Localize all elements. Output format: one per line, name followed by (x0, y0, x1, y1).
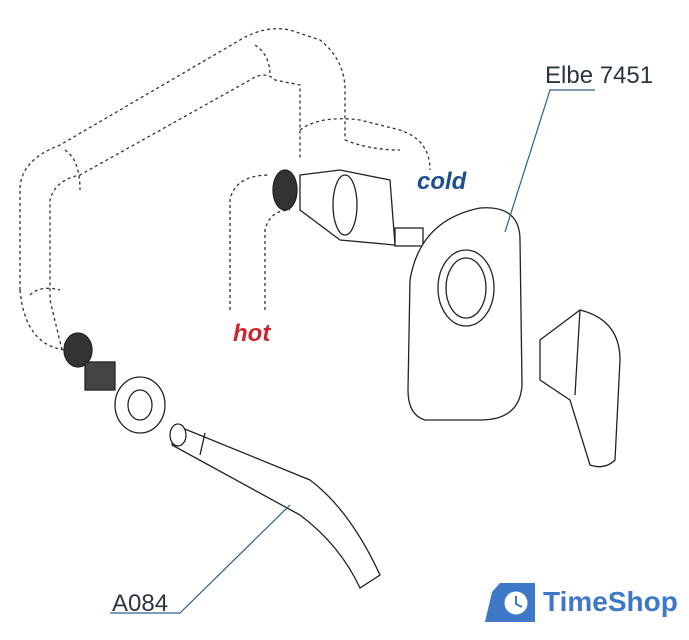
cold-label: cold (417, 168, 467, 195)
hot-label: hot (233, 320, 271, 347)
cover-plate (407, 207, 523, 421)
product-label: Elbe 7451 (545, 62, 654, 89)
spout-label: A084 (112, 590, 169, 617)
spout (169, 423, 381, 589)
timeshop-logo: TimeShop (543, 586, 678, 617)
dashed-pipework (19, 28, 431, 351)
clock-bag-icon (485, 583, 535, 622)
lever-handle (539, 309, 621, 468)
connector-fitting (63, 332, 166, 434)
leader-lines (110, 89, 595, 614)
valve-body (272, 169, 424, 247)
